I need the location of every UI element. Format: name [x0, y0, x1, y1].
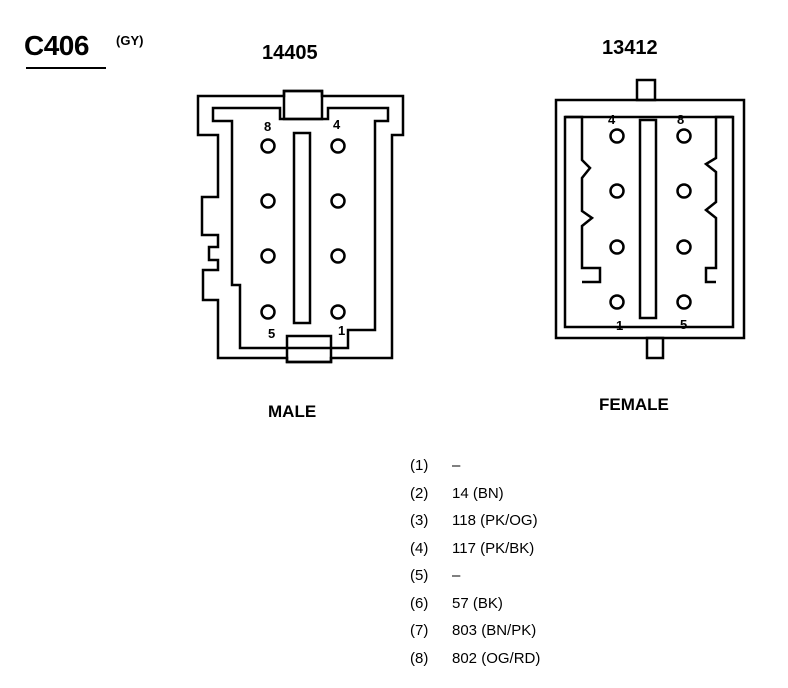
pin-circuit: 117 (PK/BK): [452, 539, 535, 557]
pin-circuit: 802 (OG/RD): [452, 649, 541, 667]
female-connector-body: [554, 78, 746, 360]
male-label: MALE: [268, 402, 317, 421]
pin-number: (4): [410, 539, 429, 557]
pinout-row: (7) 803 (BN/PK): [410, 617, 540, 645]
pin-number: (5): [410, 567, 429, 585]
pinout-row: (1) –: [410, 452, 540, 480]
female-pin-label-1: 1: [616, 318, 623, 333]
pinout-row: (5) –: [410, 562, 540, 590]
pinout-row: (8) 802 (OG/RD): [410, 645, 540, 673]
female-pins: [609, 128, 692, 310]
male-connector-body: [196, 89, 405, 364]
pin-number: (7): [410, 622, 429, 640]
male-part-number: 14405: [262, 42, 318, 64]
pin-circuit: 14 (BN): [452, 484, 504, 502]
pin-circuit: –: [452, 457, 461, 475]
pin-number: (3): [410, 512, 429, 530]
connector-color-code: (GY): [116, 33, 144, 48]
connector-diagram: 8 4 5 1 4 8 1 5: [196, 78, 746, 364]
male-pin-label-8: 8: [264, 119, 271, 134]
female-label: FEMALE: [599, 395, 669, 414]
female-pin-label-4: 4: [608, 112, 616, 127]
female-pin-label-5: 5: [680, 317, 687, 332]
female-part-number: 13412: [602, 37, 658, 59]
pin-circuit: 57 (BK): [452, 594, 503, 612]
pin-number: (6): [410, 594, 429, 612]
male-pin-label-4: 4: [333, 117, 341, 132]
title-underline: [26, 67, 106, 69]
pin-number: (1): [410, 457, 429, 475]
male-pin-label-1: 1: [338, 323, 345, 338]
pin-circuit: –: [452, 567, 461, 585]
pinout-row: (4) 117 (PK/BK): [410, 535, 540, 563]
pinout-row: (3) 118 (PK/OG): [410, 507, 540, 535]
pinout-row: (6) 57 (BK): [410, 590, 540, 618]
pin-circuit: 118 (PK/OG): [452, 512, 538, 530]
pinout-row: (2) 14 (BN): [410, 480, 540, 508]
male-pin-label-5: 5: [268, 326, 275, 341]
pin-circuit: 803 (BN/PK): [452, 622, 537, 640]
male-pins: [260, 138, 346, 320]
pin-number: (8): [410, 649, 429, 667]
pin-number: (2): [410, 484, 429, 502]
pinout-legend: (1) – (2) 14 (BN) (3) 118 (PK/OG) (4) 11…: [410, 452, 540, 672]
female-pin-label-8: 8: [677, 112, 684, 127]
connector-id: C406: [24, 30, 89, 61]
